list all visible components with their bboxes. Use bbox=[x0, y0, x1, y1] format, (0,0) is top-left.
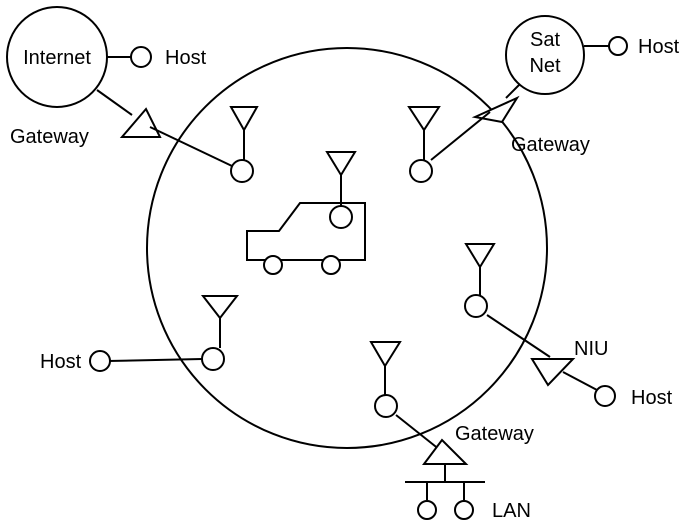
lan-host-node bbox=[418, 501, 436, 519]
radio-station-bottom: Gateway LAN bbox=[371, 342, 534, 522]
antenna-icon bbox=[466, 244, 494, 267]
radio-node bbox=[202, 348, 224, 370]
antenna-icon bbox=[371, 342, 400, 366]
antenna-icon bbox=[231, 107, 257, 130]
left-host-node bbox=[90, 351, 110, 371]
satnet-host-node bbox=[609, 37, 627, 55]
lan-label: LAN bbox=[492, 500, 531, 522]
gateway-triangle-icon bbox=[122, 109, 160, 137]
satnet-host-label: Host bbox=[638, 36, 680, 58]
radio-station-upper-left bbox=[231, 107, 257, 182]
satnet-gateway-label: Gateway bbox=[511, 134, 590, 156]
packet-radio-network-circle bbox=[147, 48, 547, 448]
satnet-label-line1: Sat bbox=[530, 29, 560, 51]
internet-host-node bbox=[131, 47, 151, 67]
niu-label: NIU bbox=[574, 338, 608, 360]
satnet-network: Sat Net Host bbox=[506, 16, 680, 94]
radio-station-upper-right bbox=[409, 107, 439, 182]
internet-gateway: Gateway bbox=[10, 90, 232, 166]
niu-host-node bbox=[595, 386, 615, 406]
internet-host-label: Host bbox=[165, 47, 207, 69]
niu-triangle-icon bbox=[532, 359, 573, 385]
radio-station-left: Host bbox=[40, 296, 237, 373]
satnet-gateway: Gateway bbox=[431, 84, 590, 160]
radio-node bbox=[330, 206, 352, 228]
satnet-label-line2: Net bbox=[529, 55, 561, 77]
internet-label: Internet bbox=[23, 47, 91, 69]
lan-gateway-label: Gateway bbox=[455, 423, 534, 445]
left-host-label: Host bbox=[40, 351, 82, 373]
truck-wheel bbox=[264, 256, 282, 274]
radio-node bbox=[465, 295, 487, 317]
internet-gateway-label: Gateway bbox=[10, 126, 89, 148]
antenna-icon bbox=[409, 107, 439, 130]
radio-station-right: NIU Host bbox=[465, 244, 673, 409]
mobile-radio-station bbox=[247, 152, 365, 274]
radio-node bbox=[231, 160, 253, 182]
niu-host-label: Host bbox=[631, 387, 673, 409]
truck-wheel bbox=[322, 256, 340, 274]
radio-node bbox=[375, 395, 397, 417]
lan-host-node bbox=[455, 501, 473, 519]
internet-network: Internet Host bbox=[7, 7, 207, 107]
antenna-icon bbox=[203, 296, 237, 318]
antenna-icon bbox=[327, 152, 355, 175]
radio-node bbox=[410, 160, 432, 182]
